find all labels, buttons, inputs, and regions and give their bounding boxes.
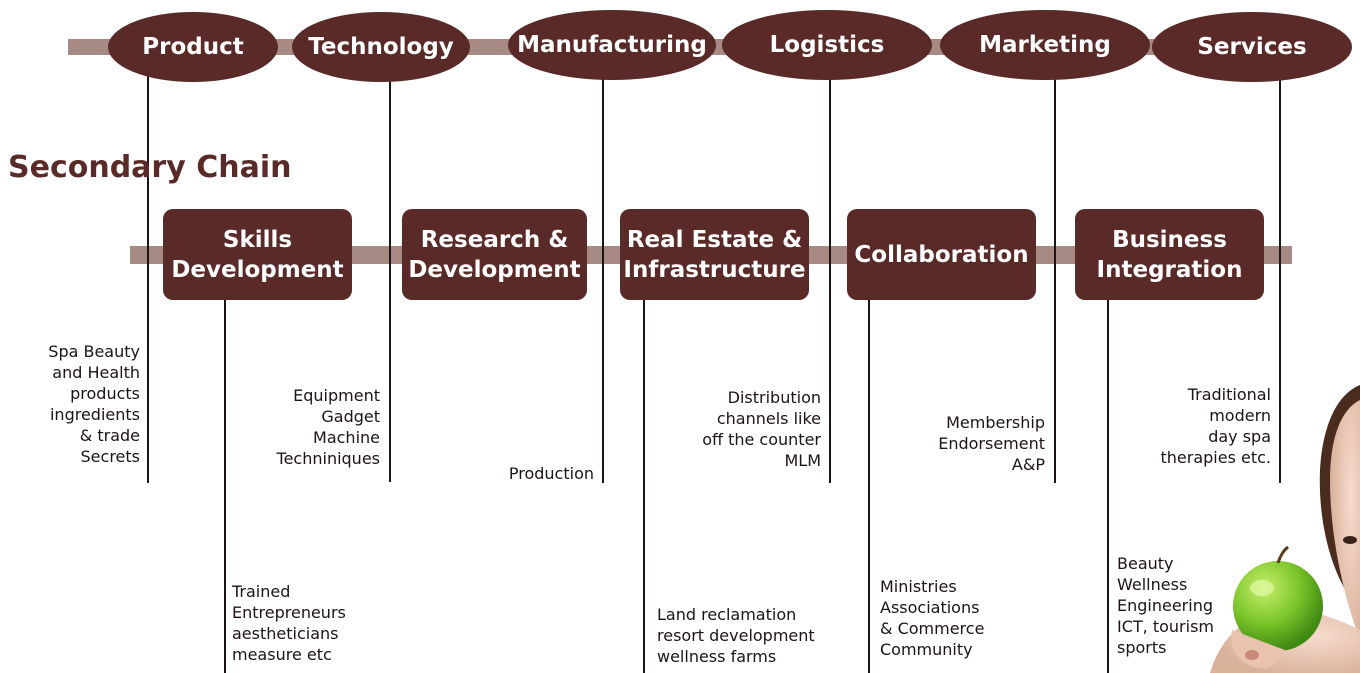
collaboration-connector-line (868, 290, 870, 673)
primary-node-manufacturing: Manufacturing (508, 10, 716, 80)
product-items: Spa Beauty and Health products ingredien… (48, 341, 140, 467)
secondary-node-business-integration: Business Integration (1075, 209, 1264, 300)
primary-node-logistics: Logistics (722, 10, 932, 80)
list-item: A&P (1011, 455, 1045, 474)
list-item: wellness farms (657, 647, 777, 666)
list-item: aestheticians (232, 624, 339, 643)
list-item: products (70, 384, 140, 403)
list-item: resort development (657, 626, 815, 645)
skills-development-items: Trained Entrepreneurs aestheticians meas… (232, 581, 346, 665)
services-connector-line (1279, 60, 1281, 483)
list-item: modern (1209, 406, 1271, 425)
list-item: Membership (946, 413, 1045, 432)
secondary-node-label-line: Real Estate & (626, 226, 803, 253)
primary-node-label: Technology (308, 34, 454, 60)
secondary-node-research-development: Research & Development (402, 209, 587, 300)
technology-items: Equipment Gadget Machine Techniniques (277, 385, 380, 469)
secondary-node-collaboration: Collaboration (847, 209, 1036, 300)
business-integration-items: Beauty Wellness Engineering ICT, tourism… (1117, 553, 1214, 658)
real-estate-connector-line (643, 290, 645, 673)
list-item: Engineering (1117, 596, 1213, 615)
primary-node-services: Services (1152, 12, 1352, 82)
primary-node-label: Manufacturing (517, 32, 707, 58)
list-item: Endorsement (938, 434, 1045, 453)
manufacturing-connector-line (602, 60, 604, 483)
list-item: Ministries (880, 577, 957, 596)
list-item: Land reclamation (657, 605, 797, 624)
list-item: sports (1117, 638, 1167, 657)
secondary-node-label-line: Research & (420, 226, 569, 253)
secondary-node-label-line: Collaboration (854, 241, 1029, 268)
primary-node-technology: Technology (292, 12, 470, 82)
list-item: Techniniques (276, 449, 380, 468)
marketing-connector-line (1054, 60, 1056, 483)
list-item: Gadget (321, 407, 380, 426)
services-items: Traditional modern day spa therapies etc… (1160, 384, 1271, 468)
list-item: day spa (1208, 427, 1271, 446)
list-item: Distribution (727, 388, 821, 407)
marketing-items: Membership Endorsement A&P (938, 412, 1045, 475)
list-item: Equipment (293, 386, 380, 405)
primary-node-label: Product (142, 34, 244, 60)
primary-node-label: Marketing (979, 32, 1111, 58)
list-item: MLM (784, 451, 821, 470)
list-item: ingredients (49, 405, 140, 424)
list-item: Trained (232, 582, 291, 601)
list-item: Spa Beauty (48, 342, 140, 361)
list-item: and Health (52, 363, 140, 382)
product-connector-line (147, 60, 149, 483)
secondary-node-label-line: Development (408, 256, 581, 283)
primary-node-product: Product (108, 12, 278, 82)
list-item: Wellness (1117, 575, 1188, 594)
list-item: Beauty (1117, 554, 1174, 573)
skills-development-connector-line (224, 290, 226, 673)
manufacturing-items: Production (509, 463, 594, 484)
list-item: Machine (313, 428, 380, 447)
list-item: & trade (79, 426, 140, 445)
secondary-chain-heading: Secondary Chain (8, 150, 292, 185)
secondary-node-skills-development: Skills Development (163, 209, 352, 300)
secondary-node-label-line: Skills (222, 226, 293, 253)
list-item: Entrepreneurs (232, 603, 346, 622)
list-item: & Commerce (880, 619, 985, 638)
list-item: therapies etc. (1160, 448, 1271, 467)
secondary-node-label-line: Business (1112, 226, 1227, 253)
business-integration-connector-line (1107, 290, 1109, 673)
primary-node-label: Logistics (769, 32, 885, 58)
secondary-node-label-line: Integration (1096, 256, 1243, 283)
list-item: measure etc (232, 645, 332, 664)
list-item: Community (880, 640, 973, 659)
real-estate-infrastructure-items: Land reclamation resort development well… (657, 604, 815, 667)
list-item: Associations (880, 598, 980, 617)
list-item: ICT, tourism (1117, 617, 1214, 636)
primary-node-marketing: Marketing (940, 10, 1150, 80)
logistics-items: Distribution channels like off the count… (702, 387, 821, 471)
technology-connector-line (389, 60, 391, 482)
list-item: Production (508, 464, 594, 483)
secondary-node-real-estate-infrastructure: Real Estate & Infrastructure (620, 209, 809, 300)
collaboration-items: Ministries Associations & Commerce Commu… (880, 576, 984, 660)
primary-node-label: Services (1197, 34, 1307, 60)
secondary-node-label-line: Infrastructure (623, 256, 806, 283)
secondary-node-label-line: Development (171, 256, 344, 283)
list-item: Secrets (80, 447, 140, 466)
list-item: channels like (716, 409, 821, 428)
list-item: Traditional (1187, 385, 1271, 404)
logistics-connector-line (829, 60, 831, 483)
list-item: off the counter (702, 430, 821, 449)
